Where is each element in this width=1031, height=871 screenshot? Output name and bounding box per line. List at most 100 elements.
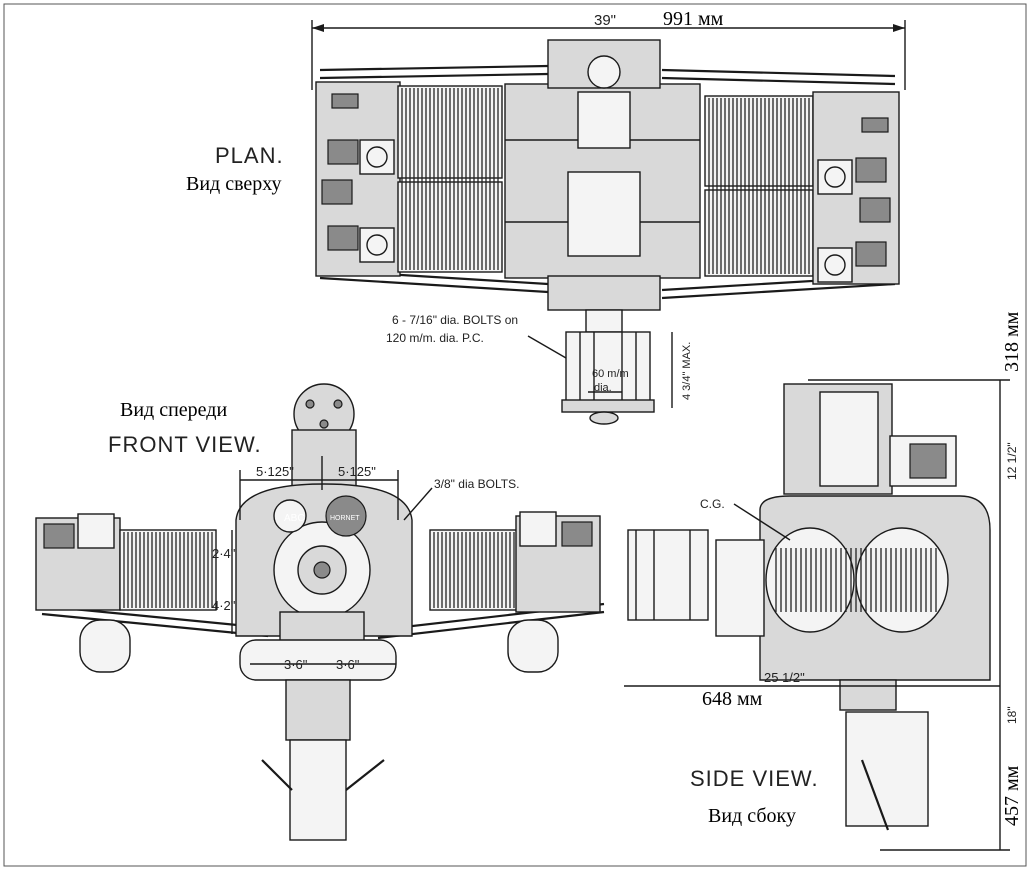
side-length: 25 1/2" <box>764 670 805 685</box>
badge-right <box>325 495 367 537</box>
valve-port <box>824 166 846 188</box>
side-cg: C.G. <box>700 497 725 511</box>
carburettor <box>289 739 347 841</box>
propeller-hub-base <box>547 275 661 311</box>
spark-plug-icon <box>327 225 359 251</box>
bolts-note-line1: 6 - 7/16" dia. BOLTS on <box>392 313 518 327</box>
leader-line <box>733 503 791 541</box>
leader-line <box>527 335 567 359</box>
bolt-icon <box>305 399 315 409</box>
exhaust-pipe <box>507 619 559 673</box>
spark-plug-icon <box>859 197 891 223</box>
side-height-bottom: 18" <box>1005 706 1019 724</box>
front-view <box>35 383 605 841</box>
right-cylinder-fins-upper <box>704 95 814 187</box>
bolts-note-line2: 120 m/m. dia. P.C. <box>386 331 484 345</box>
side-label: SIDE VIEW. <box>690 766 819 791</box>
intake-pipe <box>860 759 890 831</box>
front-h1: 2·4" <box>212 546 236 561</box>
spark-plug-icon <box>327 139 359 165</box>
badge-left-text: ABC <box>284 513 305 524</box>
valve-cover <box>817 159 853 195</box>
hub-neck <box>585 309 623 333</box>
valve-port <box>366 234 388 256</box>
push-rod <box>661 68 896 78</box>
magneto-housing <box>291 429 357 491</box>
arrow-icon <box>893 24 905 32</box>
height-mm-top: 318 мм <box>1001 311 1023 372</box>
cooling-fins <box>123 532 213 608</box>
crankshaft-housing <box>577 91 631 149</box>
arrow-icon <box>312 24 324 32</box>
crankshaft-center <box>313 561 331 579</box>
spark-plug-icon <box>331 93 359 109</box>
valve-cover <box>359 227 395 263</box>
plan-width-in: 39" <box>594 12 616 29</box>
badge-right-text: HORNET <box>330 515 360 522</box>
push-rod <box>377 610 605 640</box>
spark-plug-icon <box>321 179 353 205</box>
valve-port <box>824 254 846 276</box>
front-w-left: 3·6" <box>284 657 308 672</box>
side-height-mm: 457 мм <box>1001 765 1023 826</box>
side-view <box>624 379 1010 851</box>
spark-plug-icon <box>861 117 889 133</box>
push-rod <box>661 76 896 86</box>
bolt-icon <box>333 399 343 409</box>
valve-port <box>366 146 388 168</box>
spark-plug-icon <box>43 523 75 549</box>
side-label-ru: Вид сбоку <box>708 805 796 827</box>
intake-pipe <box>345 759 385 791</box>
push-rod <box>41 612 269 638</box>
front-label: FRONT VIEW. <box>108 432 262 457</box>
hub-dia: 60 m/m <box>592 368 629 380</box>
side-front-flange <box>715 539 765 637</box>
spark-plug-icon <box>855 241 887 267</box>
plan-width-mm: 991 мм <box>663 8 724 30</box>
magneto <box>587 55 621 89</box>
sump-lower <box>285 679 351 741</box>
hub-flange <box>561 399 655 413</box>
spark-plug-icon <box>561 521 593 547</box>
cooling-fins <box>401 88 499 270</box>
hub-nose <box>589 411 619 425</box>
rocker-cover <box>77 513 115 549</box>
front-offset-left: 5·125" <box>256 464 294 479</box>
bolt-icon <box>319 419 329 429</box>
side-sump <box>839 679 897 711</box>
valve-cover <box>359 139 395 175</box>
spark-plug-icon <box>855 157 887 183</box>
cooling-fins <box>775 548 937 612</box>
crankshaft-front <box>567 171 641 257</box>
push-rod <box>319 64 549 72</box>
front-offset-right: 5·125" <box>338 464 376 479</box>
side-fitting <box>909 443 947 479</box>
front-h2: 4·2" <box>212 598 236 613</box>
front-w-right: 3·6" <box>336 657 360 672</box>
badge-left <box>273 499 307 533</box>
plan-label-ru: Вид сверху <box>186 173 282 195</box>
rocker-cover <box>519 511 557 547</box>
right-cylinder-fins-lower <box>704 189 814 277</box>
side-height-top: 12 1/2" <box>1005 442 1019 480</box>
cooling-fins <box>708 98 810 274</box>
cylinder-head-right <box>855 527 949 633</box>
hub-dia-label: dia. <box>594 382 612 394</box>
front-bolts: 3/8" dia BOLTS. <box>434 477 519 491</box>
hub-max: 4 3/4" MAX. <box>681 342 693 400</box>
push-rod <box>319 72 549 80</box>
plan-view <box>311 20 906 425</box>
exhaust-pipe <box>79 619 131 673</box>
leader-line <box>403 487 433 521</box>
intake-pipe <box>261 759 293 791</box>
cooling-fins <box>433 532 523 608</box>
side-carburettor <box>845 711 929 827</box>
valve-cover <box>817 247 853 283</box>
intake-manifold <box>239 639 397 681</box>
push-rod <box>319 276 549 294</box>
plan-label: PLAN. <box>215 143 284 168</box>
side-cover <box>819 391 879 487</box>
side-length-mm: 648 мм <box>702 688 763 710</box>
